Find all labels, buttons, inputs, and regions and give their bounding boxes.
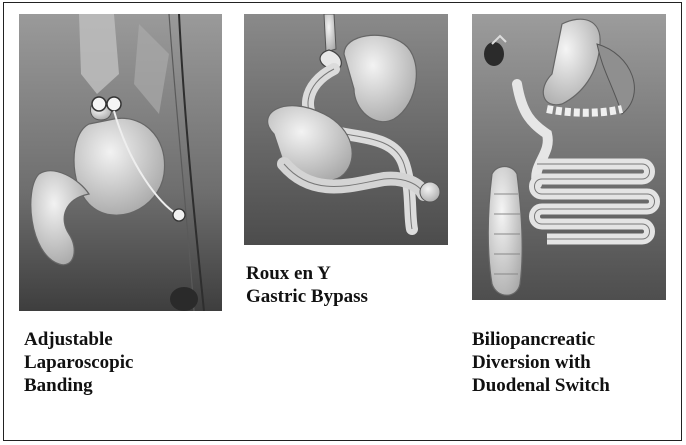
caption-banding: Adjustable Laparoscopic Banding [24,328,133,397]
caption-bypass: Roux en Y Gastric Bypass [246,262,368,308]
caption-line: Laparoscopic [24,351,133,374]
banding-illustration [19,14,222,311]
duodenal-switch-illustration [472,14,666,300]
caption-duodenal-switch: Biliopancreatic Diversion with Duodenal … [472,328,610,397]
caption-line: Banding [24,374,133,397]
gastric-bypass-illustration [244,14,448,245]
caption-line: Diversion with [472,351,610,374]
caption-line: Adjustable [24,328,133,351]
caption-line: Duodenal Switch [472,374,610,397]
caption-line: Biliopancreatic [472,328,610,351]
caption-line: Gastric Bypass [246,285,368,308]
caption-line: Roux en Y [246,262,368,285]
